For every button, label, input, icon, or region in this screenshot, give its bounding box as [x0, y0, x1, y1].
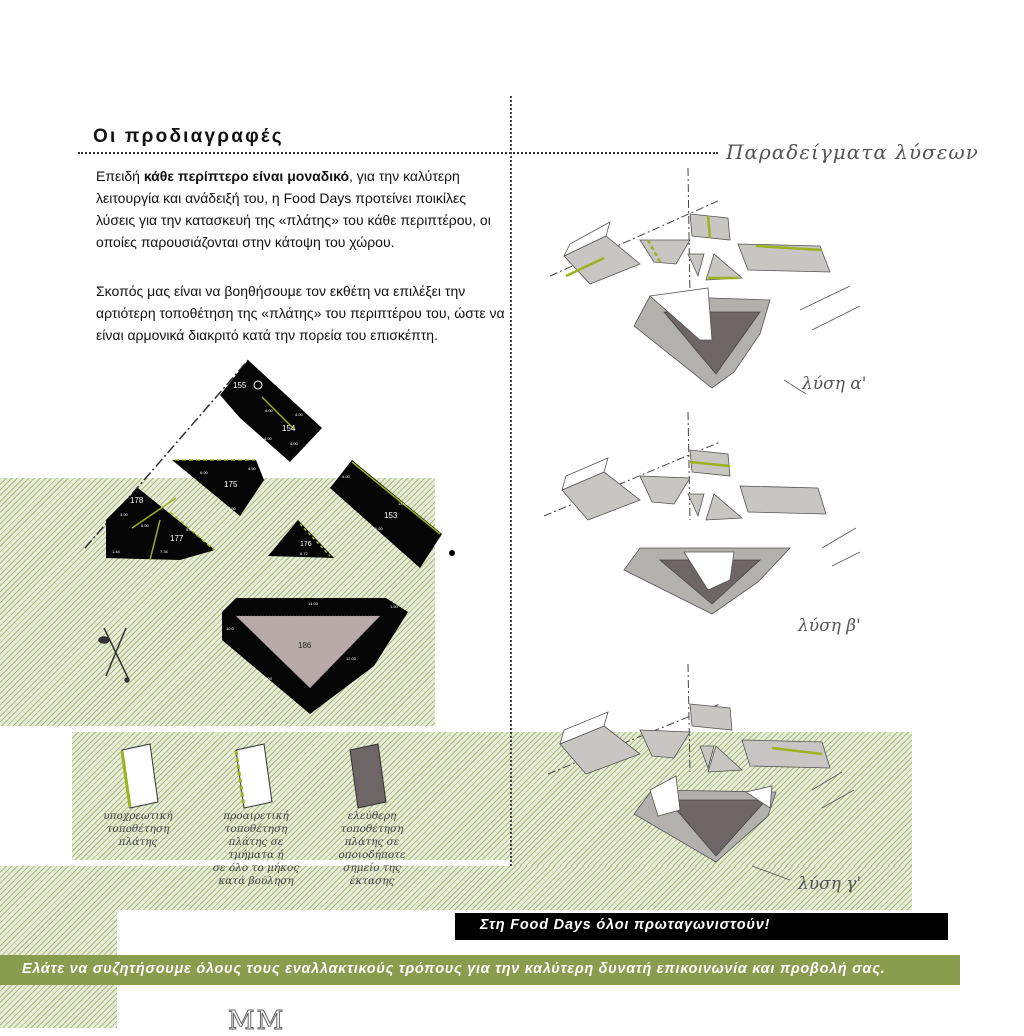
- intro-text-start: Επειδή: [96, 168, 144, 184]
- dim-label: 11.00: [373, 526, 383, 531]
- footer-logo: MM: [227, 1006, 286, 1036]
- legend-text-mandatory: υποχρεωτική τοποθέτηση πλάτης: [103, 810, 173, 848]
- dim-label: 12.00: [346, 656, 357, 661]
- booth-label-176: 176: [300, 541, 312, 548]
- legend-text-free: ελεύθερη τοποθέτηση πλάτης σε οποιοδήποτ…: [338, 810, 406, 887]
- booth-label-175: 175: [224, 480, 238, 489]
- booth-label-153: 153: [384, 511, 398, 520]
- booth-label-177: 177: [170, 534, 184, 543]
- dim-label: 4.50: [228, 506, 237, 511]
- booth-175: [172, 460, 264, 516]
- sketch-solution-c: [547, 663, 855, 881]
- legend-text-optional: προαιρετική τοποθέτηση πλάτης σε τμήματα…: [212, 810, 300, 887]
- booth-label-178: 178: [130, 496, 144, 505]
- booth-divider: [261, 396, 296, 431]
- hatched-bottom-strip: [0, 866, 912, 910]
- dim-label: 6.72: [300, 551, 309, 556]
- heading-underline: [78, 152, 718, 154]
- booth-divider: [131, 497, 177, 529]
- cutlery-icon: [98, 627, 130, 683]
- dim-label: 10.0: [226, 626, 235, 631]
- dim-label: 4.00: [342, 474, 351, 479]
- column-divider: [510, 96, 512, 866]
- booth-153: [330, 460, 442, 568]
- dim-label: 5.60: [186, 527, 195, 532]
- examples-title: Παραδείγματα λύσεων: [726, 140, 979, 164]
- legend-swatch-optional: [234, 743, 273, 809]
- hatched-bottom-left-block: [0, 866, 117, 1028]
- solution-c-label: λύση γ': [798, 874, 862, 894]
- page-title: Οι προδιαγραφές: [93, 126, 284, 147]
- booth-column-circle: [253, 380, 263, 390]
- dim-label: 1.50: [390, 604, 399, 609]
- dim-label: 4.00: [152, 496, 161, 501]
- dim-label: 7.34: [160, 549, 169, 554]
- booth-186-inner-hatch: [235, 615, 381, 689]
- invitation-banner: Ελάτε να συζητήσουμε όλους τους εναλλακτ…: [0, 955, 960, 985]
- dim-label: 1.44: [112, 549, 121, 554]
- legend-swatch-mandatory: [120, 743, 159, 809]
- dim-label: 14.00: [308, 601, 319, 606]
- purpose-paragraph: Σκοπός μας είναι να βοηθήσουμε τον εκθέτ…: [96, 283, 505, 343]
- sketch-solution-b: [543, 411, 861, 615]
- solution-b-label: λύση β': [798, 616, 861, 636]
- booth-divider: [149, 519, 161, 561]
- dim-label: 3.00: [120, 512, 129, 517]
- invitation-text: Ελάτε να συζητήσουμε όλους τους εναλλακτ…: [22, 961, 886, 977]
- legend-swatch-free: [349, 743, 387, 809]
- dim-label: 13.00: [398, 501, 409, 506]
- booth-label-186: 186: [298, 641, 312, 650]
- booth-178-177: [106, 488, 215, 560]
- dim-label: 4.00: [295, 412, 304, 417]
- booth-edge-optional: [299, 523, 331, 557]
- intro-text-bold: κάθε περίπτερο είναι μοναδικό: [143, 168, 349, 184]
- dim-label: 6.00: [200, 470, 209, 475]
- slogan-banner: Στη Food Days όλοι πρωταγωνιστούν!: [455, 913, 948, 940]
- intro-text-end: , για την καλύτερη λειτουργία και ανάδει…: [96, 168, 491, 250]
- booth-176: [268, 520, 334, 558]
- dim-label: 4.00: [264, 436, 273, 441]
- dim-label: 4.00: [290, 441, 299, 446]
- solution-a-label: λύση α': [802, 374, 867, 394]
- sketch-solution-a: [549, 167, 861, 395]
- slogan-text: Στη Food Days όλοι πρωταγωνιστούν!: [480, 917, 771, 933]
- booth-label-154: 154: [282, 424, 296, 433]
- dim-label: 4.50: [248, 466, 257, 471]
- dim-label: 4.00: [265, 408, 274, 413]
- booth-186-inner: [236, 616, 380, 688]
- booth-edge-mandatory: [351, 461, 441, 535]
- booth-label-155: 155: [233, 381, 247, 390]
- booth-155: [220, 360, 322, 462]
- intro-paragraph: Επειδή κάθε περίπτερο είναι μοναδικό, γι…: [96, 165, 506, 253]
- plan-marker-dot: [449, 550, 455, 556]
- booth-edge-optional: [169, 511, 215, 551]
- dim-label: 18.00: [262, 676, 273, 681]
- dim-label: 6.00: [141, 523, 150, 528]
